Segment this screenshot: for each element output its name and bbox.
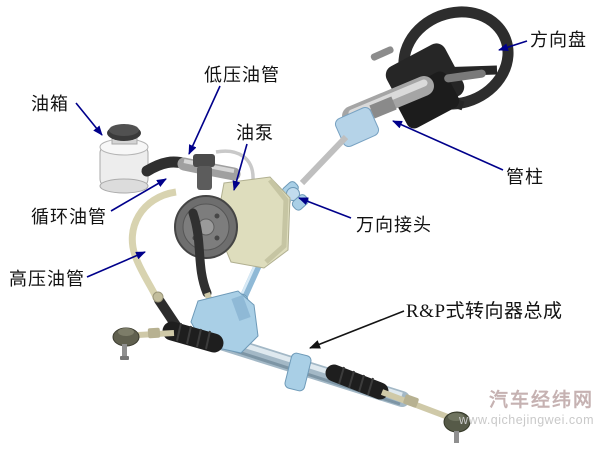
label-low-pressure-pipe: 低压油管: [204, 65, 280, 85]
label-circulating-pipe: 循环油管: [31, 207, 107, 227]
watermark: 汽车经纬网 www.qichejingwei.com: [459, 389, 594, 428]
left-bellows: [162, 321, 224, 353]
label-universal-joint: 万向接头: [356, 215, 432, 235]
arrow-rack-assembly: [309, 310, 405, 349]
right-tie-rod-end: [380, 389, 471, 443]
column-bracket: [334, 106, 380, 148]
arrow-circulating-pipe: [110, 178, 167, 212]
watermark-site-name: 汽车经纬网: [488, 390, 594, 411]
oil-reservoir: [99, 124, 149, 194]
leader-arrows: [75, 40, 528, 349]
high-pressure-hose: [128, 188, 186, 338]
label-steering-wheel: 方向盘: [530, 30, 587, 50]
steering-rack: [112, 290, 471, 443]
label-oil-tank: 油箱: [31, 94, 69, 114]
wiper-stalk: [444, 69, 486, 83]
watermark-site-url: www.qichejingwei.com: [458, 412, 594, 427]
steering-column: [299, 76, 434, 186]
rack-mount-bracket: [284, 352, 312, 392]
arrow-oil-pump: [232, 143, 248, 191]
right-bellows: [325, 364, 389, 400]
steering-wheel: [370, 6, 514, 129]
arrow-high-pressure-pipe: [86, 251, 146, 278]
label-column: 管柱: [506, 167, 544, 187]
arrow-steering-wheel: [498, 40, 528, 52]
arrow-oil-tank: [75, 102, 103, 136]
arrow-universal-joint: [298, 197, 352, 219]
label-rack-assembly: R&P式转向器总成: [406, 301, 563, 322]
arrow-column: [392, 120, 504, 171]
turn-signal-stalk: [370, 46, 394, 61]
arrow-low-pressure-pipe: [188, 85, 221, 155]
label-oil-pump: 油泵: [236, 123, 274, 143]
left-tie-rod-end: [112, 327, 175, 360]
label-high-pressure-pipe: 高压油管: [9, 269, 85, 289]
